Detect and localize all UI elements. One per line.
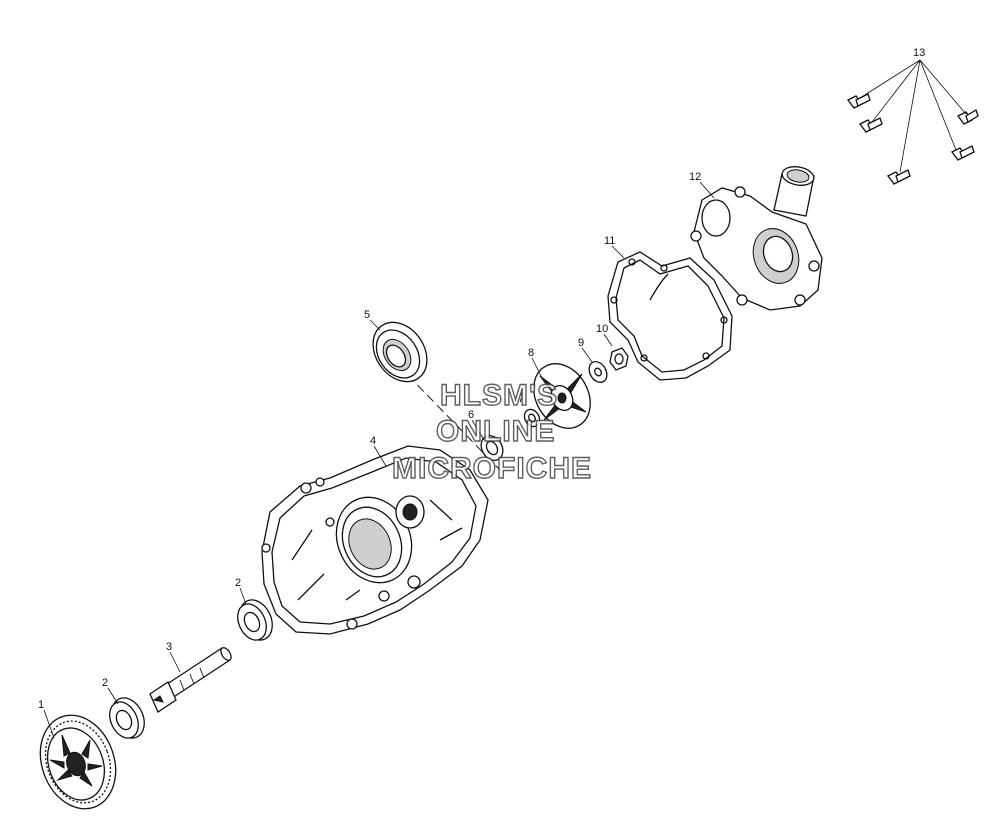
label-part-10: 10 [596,323,608,335]
part-2-bearing-upper [237,599,273,641]
label-part-13: 13 [913,47,925,59]
part-1-pulley [39,714,117,810]
watermark-line-3: MICROFICHE [391,451,592,485]
part-13-bolts [847,93,979,185]
bolt-3 [887,169,911,185]
watermark-line-1: HLSM'S [439,378,559,412]
label-part-7: 7 [518,393,524,405]
assembly-axis-dashed [397,364,501,471]
part-11-gasket [607,251,733,381]
label-part-12: 12 [689,171,701,183]
part-9-washer [588,361,608,383]
part-10-nut [609,347,629,371]
label-part-6: 6 [468,409,474,421]
bolt-2 [859,117,883,133]
part-3-shaft [149,647,232,713]
part-5-seal [372,321,428,383]
part-12-pump-cover [690,166,823,311]
part-6-ring [480,435,504,461]
bolt-4 [957,109,979,125]
leader-lines [43,59,967,739]
part-labels: 1 2 2 3 4 5 6 7 8 9 10 11 12 13 [38,47,925,711]
part-2-bearing-lower [109,697,145,739]
label-part-3: 3 [166,641,172,653]
bolt-1 [847,93,871,109]
bolt-5 [951,145,975,161]
label-part-11: 11 [604,235,615,247]
label-part-4: 4 [370,435,376,447]
part-7-small-ring [523,408,541,428]
part-8-impeller [533,363,591,429]
label-part-9: 9 [578,337,584,349]
part-4-housing [261,445,489,635]
label-part-2-lower: 2 [102,677,108,689]
label-part-5: 5 [364,309,370,321]
label-part-2-upper: 2 [235,577,241,589]
label-part-8: 8 [528,347,534,359]
watermark-line-2: ONLINE [435,414,556,448]
label-part-1: 1 [38,699,44,711]
